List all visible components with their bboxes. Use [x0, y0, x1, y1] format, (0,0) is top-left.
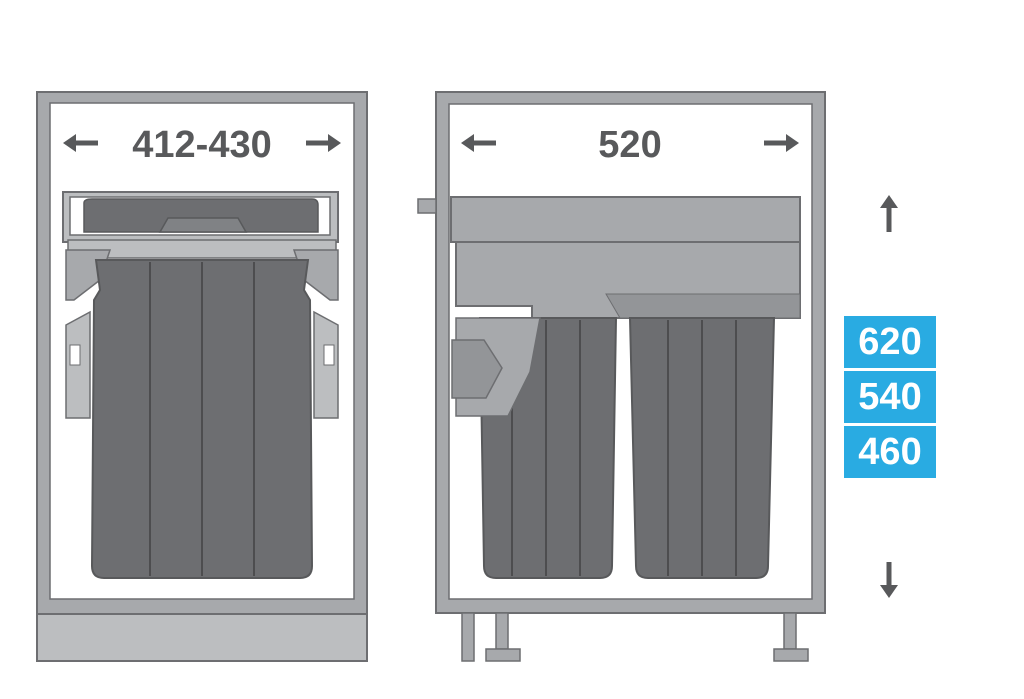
right-bin-back — [628, 317, 776, 579]
left-width-dimension: 412-430 — [63, 124, 341, 166]
height-option-620: 620 — [844, 316, 936, 368]
right-width-label: 520 — [598, 124, 661, 166]
height-option-540: 540 — [844, 371, 936, 423]
left-arrow-icon — [63, 134, 98, 152]
down-arrow-icon — [880, 562, 898, 598]
right-small-compartment — [451, 317, 541, 417]
left-arrow-icon — [461, 134, 496, 152]
left-side-runners — [65, 310, 339, 419]
right-pullout-frame — [450, 196, 801, 319]
left-bin — [90, 259, 314, 579]
height-option-460: 460 — [844, 426, 936, 478]
right-width-dimension: 520 — [461, 124, 799, 166]
right-arrow-icon — [306, 134, 341, 152]
left-width-label: 412-430 — [132, 124, 271, 166]
right-arrow-icon — [764, 134, 799, 152]
up-arrow-icon — [880, 195, 898, 232]
